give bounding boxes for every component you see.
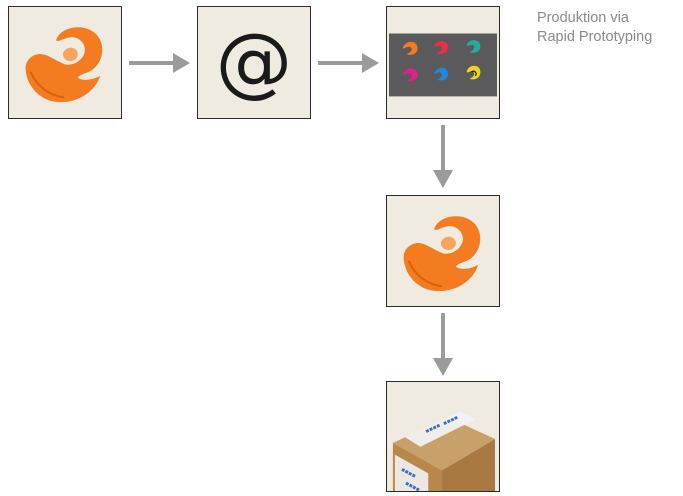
orange-3d-model-icon: [25, 27, 103, 103]
email-at-icon: @: [216, 18, 293, 107]
arrow-right-icon: [129, 48, 190, 78]
caption-line-1: Produktion via: [537, 10, 629, 26]
process-caption: Produktion via Rapid Prototyping: [537, 9, 681, 47]
shipping-box-icon: ▪▪▪▪ ▪▪▪▪ ▪▪▪▪ ▪▪▪▪: [392, 411, 496, 491]
arrow-right-icon: [318, 48, 379, 78]
at-symbol: @: [216, 18, 293, 107]
shipping-box-tile: ▪▪▪▪ ▪▪▪▪ ▪▪▪▪ ▪▪▪▪: [386, 381, 500, 492]
rapid-prototyping-tray-tile: [386, 6, 500, 119]
design-model-tile: [8, 6, 122, 119]
arrow-down-icon: [428, 313, 458, 376]
printed-model-icon: [403, 216, 481, 292]
arrow-down-icon: [428, 125, 458, 188]
caption-line-2: Rapid Prototyping: [537, 29, 653, 45]
email-tile: @: [197, 6, 311, 119]
rapid-prototyping-tray-icon: [387, 7, 499, 118]
printed-model-tile: [386, 195, 500, 307]
svg-text:▪▪▪▪: ▪▪▪▪: [404, 481, 421, 491]
